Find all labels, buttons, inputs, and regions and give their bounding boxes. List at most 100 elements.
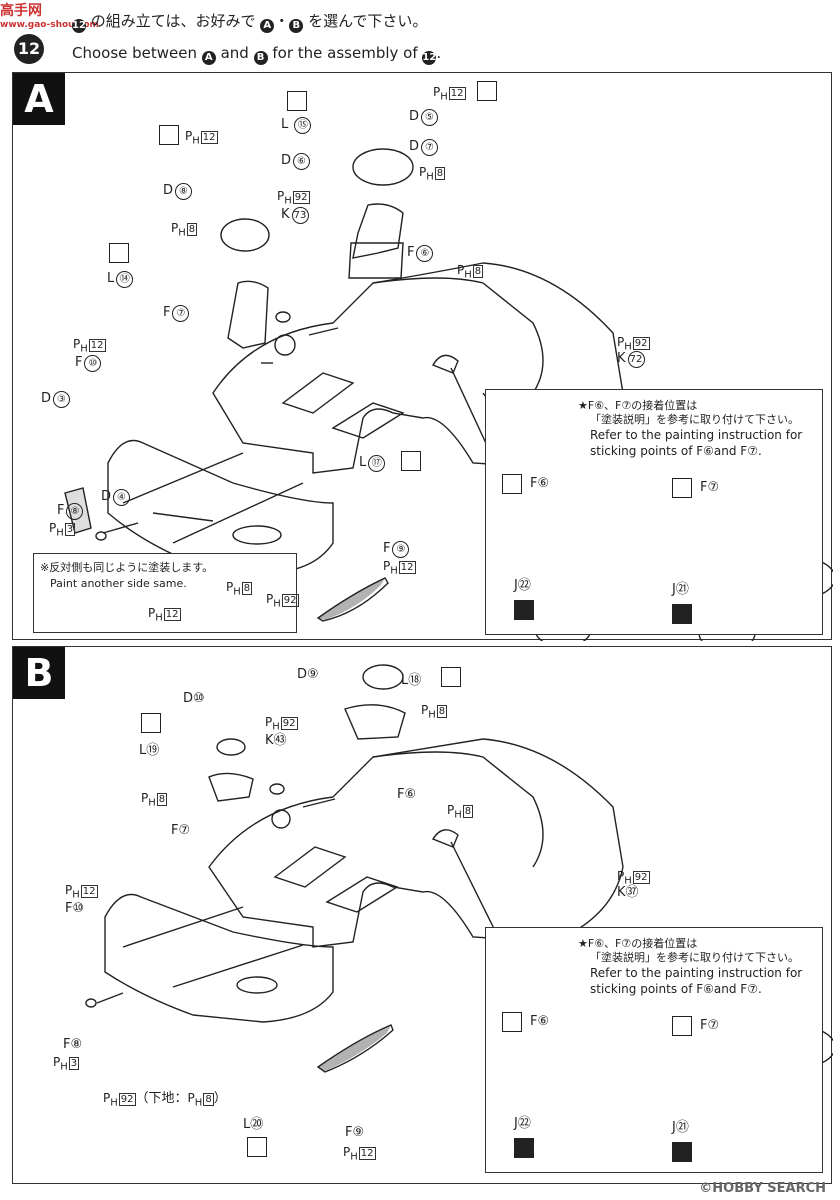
glue-icon — [514, 600, 534, 620]
part-number: ⑭ — [116, 271, 134, 288]
cement-icon — [287, 91, 307, 111]
paint-code: 12 — [358, 1147, 376, 1160]
paint-code: 92 — [632, 337, 650, 350]
paint-code: 92 — [118, 1093, 136, 1106]
glue-icon — [514, 1138, 534, 1158]
undercoat-close: ） — [213, 1091, 227, 1106]
paint-code: 12 — [448, 87, 466, 100]
callout-f7: F⑦ — [171, 823, 191, 838]
mirror-note-en2: sticking points of F⑥and F⑦. — [590, 982, 762, 996]
paint-code: 12 — [398, 561, 416, 574]
glue-icon — [672, 1142, 692, 1162]
option-a-circle: A — [260, 19, 275, 33]
en-text-and: and — [220, 44, 249, 62]
mirror-note-jp1: ★F⑥、F⑦の接着位置は — [578, 399, 698, 412]
mirror-f6-label: F⑥ — [530, 1014, 550, 1029]
cement-icon — [441, 667, 461, 687]
paint-code: 12 — [163, 608, 181, 621]
part-number: ⑧ — [66, 503, 84, 520]
decal-icon — [477, 81, 497, 101]
site-logo-text: 高手网 — [0, 3, 42, 19]
part-letter: L — [107, 271, 115, 286]
undercoat-note: （下地： — [135, 1091, 188, 1106]
option-a-circle-en: A — [201, 51, 216, 65]
en-text-pre: Choose between — [72, 44, 198, 62]
section-a-label: A — [13, 73, 65, 125]
part-number: ⑥ — [416, 245, 434, 262]
option-b-circle: B — [289, 19, 304, 33]
paint-code: 3 — [64, 523, 76, 536]
mirror-note-en2: sticking points of F⑥and F⑦. — [590, 444, 762, 458]
part-number: ⑧ — [175, 183, 193, 200]
section-a: A — [12, 72, 833, 641]
part-number: ⑮ — [294, 117, 312, 134]
callout-l18: L⑱ — [401, 673, 422, 688]
mirror-note-jp2: 「塗装説明」を参考に取り付けて下さい。 — [590, 413, 799, 426]
mirror-note-box: ★F⑥、F⑦の接着位置は 「塗装説明」を参考に取り付けて下さい。 Refer t… — [485, 927, 823, 1173]
step-number-badge: 12 — [14, 34, 44, 64]
decal-icon — [159, 125, 179, 145]
callout-f9: F⑨ — [345, 1125, 365, 1140]
paint-code: 8 — [472, 265, 484, 278]
part-number: ⑰ — [368, 455, 386, 472]
cement-icon — [672, 478, 692, 498]
jp-text-post: を選んで下さい。 — [308, 12, 428, 30]
callout-k73: K㊸ — [265, 733, 287, 748]
paint-code: 8 — [434, 167, 446, 180]
section-b-label: B — [13, 647, 65, 699]
paint-code: 92 — [280, 717, 298, 730]
mirror-note-en1: Refer to the painting instruction for — [590, 966, 803, 980]
part-letter: D — [41, 391, 52, 406]
paint-code: 8 — [156, 793, 168, 806]
part-letter: F — [75, 355, 83, 370]
part-letter: K — [617, 351, 626, 366]
mirror-note-jp1: ★F⑥、F⑦の接着位置は — [578, 937, 698, 950]
paint-code: 3 — [68, 1057, 80, 1070]
paint-note-en: Paint another side same. — [50, 577, 187, 590]
part-number: ⑨ — [392, 541, 410, 558]
callout-l15: L ⑮ — [281, 117, 312, 134]
en-text-end: . — [436, 44, 442, 62]
part-number: 73 — [291, 207, 309, 224]
section-b: B — [12, 646, 833, 1184]
part-number: 72 — [627, 351, 645, 368]
callout-f10: F⑩ — [65, 901, 85, 916]
paint-code: 8 — [186, 223, 198, 236]
paint-code: 8 — [436, 705, 448, 718]
callout-d9: D⑨ — [297, 667, 319, 682]
paint-note-box: ※反対側も同じように塗装します。 Paint another side same… — [33, 553, 299, 633]
callout-l19: L⑲ — [139, 743, 160, 758]
paint-code: 92 — [292, 191, 310, 204]
cement-icon — [247, 1137, 267, 1157]
paint-code: 8 — [241, 582, 253, 595]
part-letter: F — [163, 305, 171, 320]
cement-icon — [109, 243, 129, 263]
paint-code: 8 — [203, 1093, 214, 1106]
part-letter: F — [57, 503, 65, 518]
part-letter: D — [281, 153, 292, 168]
paint-code: 12 — [200, 131, 218, 144]
paint-note-jp: ※反対側も同じように塗装します。 — [40, 561, 214, 574]
part-number: ⑦ — [172, 305, 190, 322]
paint-code: 92 — [281, 594, 299, 607]
cement-icon — [502, 1012, 522, 1032]
